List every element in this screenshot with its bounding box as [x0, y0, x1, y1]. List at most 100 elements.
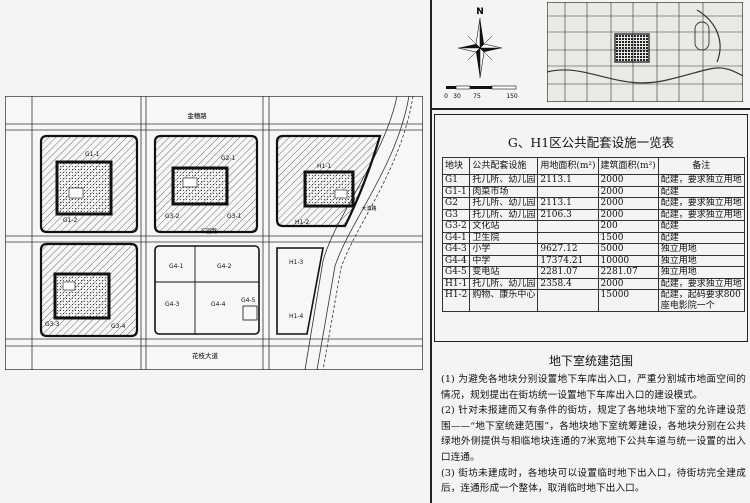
road-label-north: 金穗路	[187, 111, 207, 120]
table-row: G2 托儿所、幼儿园 2113.1 2000 配建，要求独立用地	[441, 197, 745, 210]
block-label: G3-4	[111, 323, 126, 330]
facility-table: 地块 公共配套设施 用地面积(m²) 建筑面积(m²) 备注 G1 托儿所、幼儿…	[441, 157, 745, 312]
table-cell: 配建，要求独立用地	[657, 277, 745, 290]
table-cell: 独立用地	[657, 266, 745, 279]
block-label: G2-1	[221, 155, 236, 162]
table-cell: 2000	[597, 185, 659, 198]
table-cell: 配建	[657, 231, 745, 244]
block-label: G4-5	[241, 297, 256, 304]
paragraph: (1) 为避免各地块分别设置地下车库出入口，严重分割城市地面空间的情况，规划提出…	[441, 374, 746, 401]
table-cell: G1-1	[441, 185, 471, 198]
table-cell: 2000	[597, 197, 659, 210]
table-cell: 肉菜市场	[469, 185, 539, 198]
table-cell: 独立用地	[657, 243, 745, 256]
table-cell	[537, 231, 599, 244]
table-cell: 配建	[657, 220, 745, 233]
divider-vertical	[430, 0, 432, 503]
block-label: G4-2	[217, 263, 232, 270]
table-cell: 1500	[597, 231, 659, 244]
basement-section-title: 地下室统建范围	[548, 354, 633, 368]
table-row: G4-3 小学 9627.12 5000 独立用地	[441, 243, 745, 256]
road-network	[5, 96, 423, 370]
table-cell: 2358.4	[537, 277, 599, 290]
block-h1-lower	[276, 247, 324, 335]
block-label: G3-2	[165, 213, 180, 220]
block-label: G3-3	[45, 321, 60, 328]
block-label: G4-4	[211, 301, 226, 308]
table-cell: 文化站	[469, 220, 539, 233]
block-g4	[154, 245, 260, 335]
facility-table-title: G、H1区公共配套设施一览表	[507, 135, 675, 150]
block-g2	[153, 134, 259, 234]
table-row: G3 托儿所、幼儿园 2106.3 2000 配建，要求独立用地	[441, 208, 745, 221]
block-label: G1-2	[63, 217, 78, 224]
column-header: 公共配套设施	[469, 157, 539, 175]
road-label-east: 大滨路	[361, 205, 376, 212]
table-cell: 2000	[597, 277, 659, 290]
block-label: H1-3	[289, 259, 303, 266]
table-cell: 配建，要求独立用地	[657, 208, 745, 221]
table-cell: G1	[441, 174, 471, 187]
table-cell: G4-5	[441, 266, 471, 279]
table-cell: 购物、康乐中心	[469, 289, 539, 312]
table-cell: 托儿所、幼儿园	[469, 197, 539, 210]
facility-table-frame	[434, 114, 748, 342]
table-row: H1-2 购物、康乐中心 15000 配建，起码要求800座电影院一个	[441, 289, 745, 312]
block-g3	[39, 242, 139, 338]
table-cell: 2113.1	[537, 174, 599, 187]
table-cell	[537, 289, 599, 312]
table-cell: 托儿所、幼儿园	[469, 174, 539, 187]
table-cell: 配建，起码要求800座电影院一个	[657, 289, 745, 312]
column-header: 备注	[657, 157, 745, 175]
table-row: G3-2 文化站 200 配建	[441, 220, 745, 233]
table-row: G4-4 中学 17374.21 10000 独立用地	[441, 254, 745, 267]
north-label: N	[476, 7, 484, 17]
compass-rose-icon	[457, 17, 503, 79]
table-cell: 配建	[657, 185, 745, 198]
block-g1	[39, 134, 139, 234]
table-row: H1-1 托儿所、幼儿园 2358.4 2000 配建，要求独立用地	[441, 277, 745, 290]
table-cell: 10000	[597, 254, 659, 267]
table-cell: 200	[597, 220, 659, 233]
table-cell: 9627.12	[537, 243, 599, 256]
scale-tick: 150	[506, 93, 518, 100]
location-key-map	[547, 2, 743, 102]
site-location-marker	[614, 33, 650, 63]
table-cell: G3	[441, 208, 471, 221]
block-label: G3-1	[227, 213, 242, 220]
table-cell: 15000	[597, 289, 659, 312]
divider-horizontal	[430, 108, 750, 110]
table-cell: 托儿所、幼儿园	[469, 208, 539, 221]
table-row: G1-1 肉菜市场 2000 配建	[441, 185, 745, 198]
column-header: 地块	[441, 157, 471, 175]
column-header: 用地面积(m²)	[537, 157, 599, 175]
table-cell: 17374.21	[537, 254, 599, 267]
table-cell: G4-4	[441, 254, 471, 267]
table-cell: 2106.3	[537, 208, 599, 221]
table-cell: 2281.07	[597, 266, 659, 279]
scale-tick: 75	[473, 93, 481, 100]
table-cell: G4-3	[441, 243, 471, 256]
block-label: G4-3	[165, 301, 180, 308]
table-cell: G4-1	[441, 231, 471, 244]
block-label: H1-1	[317, 163, 331, 170]
table-cell: 小学	[469, 243, 539, 256]
table-cell: 配建，要求独立用地	[657, 197, 745, 210]
table-row: G1 托儿所、幼儿园 2113.1 2000 配建，要求独立用地	[441, 174, 745, 187]
block-label: H1-4	[289, 313, 303, 320]
road-label-middle: 汇园路	[201, 227, 218, 235]
column-header: 建筑面积(m²)	[597, 157, 659, 175]
paragraph: (3) 街坊未建成时，各地块可以设置临时地下出入口，待街坊完全建成后，连通形成一…	[441, 467, 746, 495]
table-cell	[537, 185, 599, 198]
table-cell: 托儿所、幼儿园	[469, 277, 539, 290]
scale-tick: 30	[453, 93, 461, 100]
block-label: G1-1	[85, 151, 100, 158]
table-cell: 变电站	[469, 266, 539, 279]
table-cell: H1-2	[441, 289, 471, 312]
table-cell: 2000	[597, 174, 659, 187]
table-cell: 2113.1	[537, 197, 599, 210]
table-cell: 2281.07	[537, 266, 599, 279]
paragraph: (2) 针对未报建而又有条件的街坊，规定了各地块地下室的允许建设范围——“地下室…	[441, 405, 746, 463]
table-cell: 5000	[597, 243, 659, 256]
